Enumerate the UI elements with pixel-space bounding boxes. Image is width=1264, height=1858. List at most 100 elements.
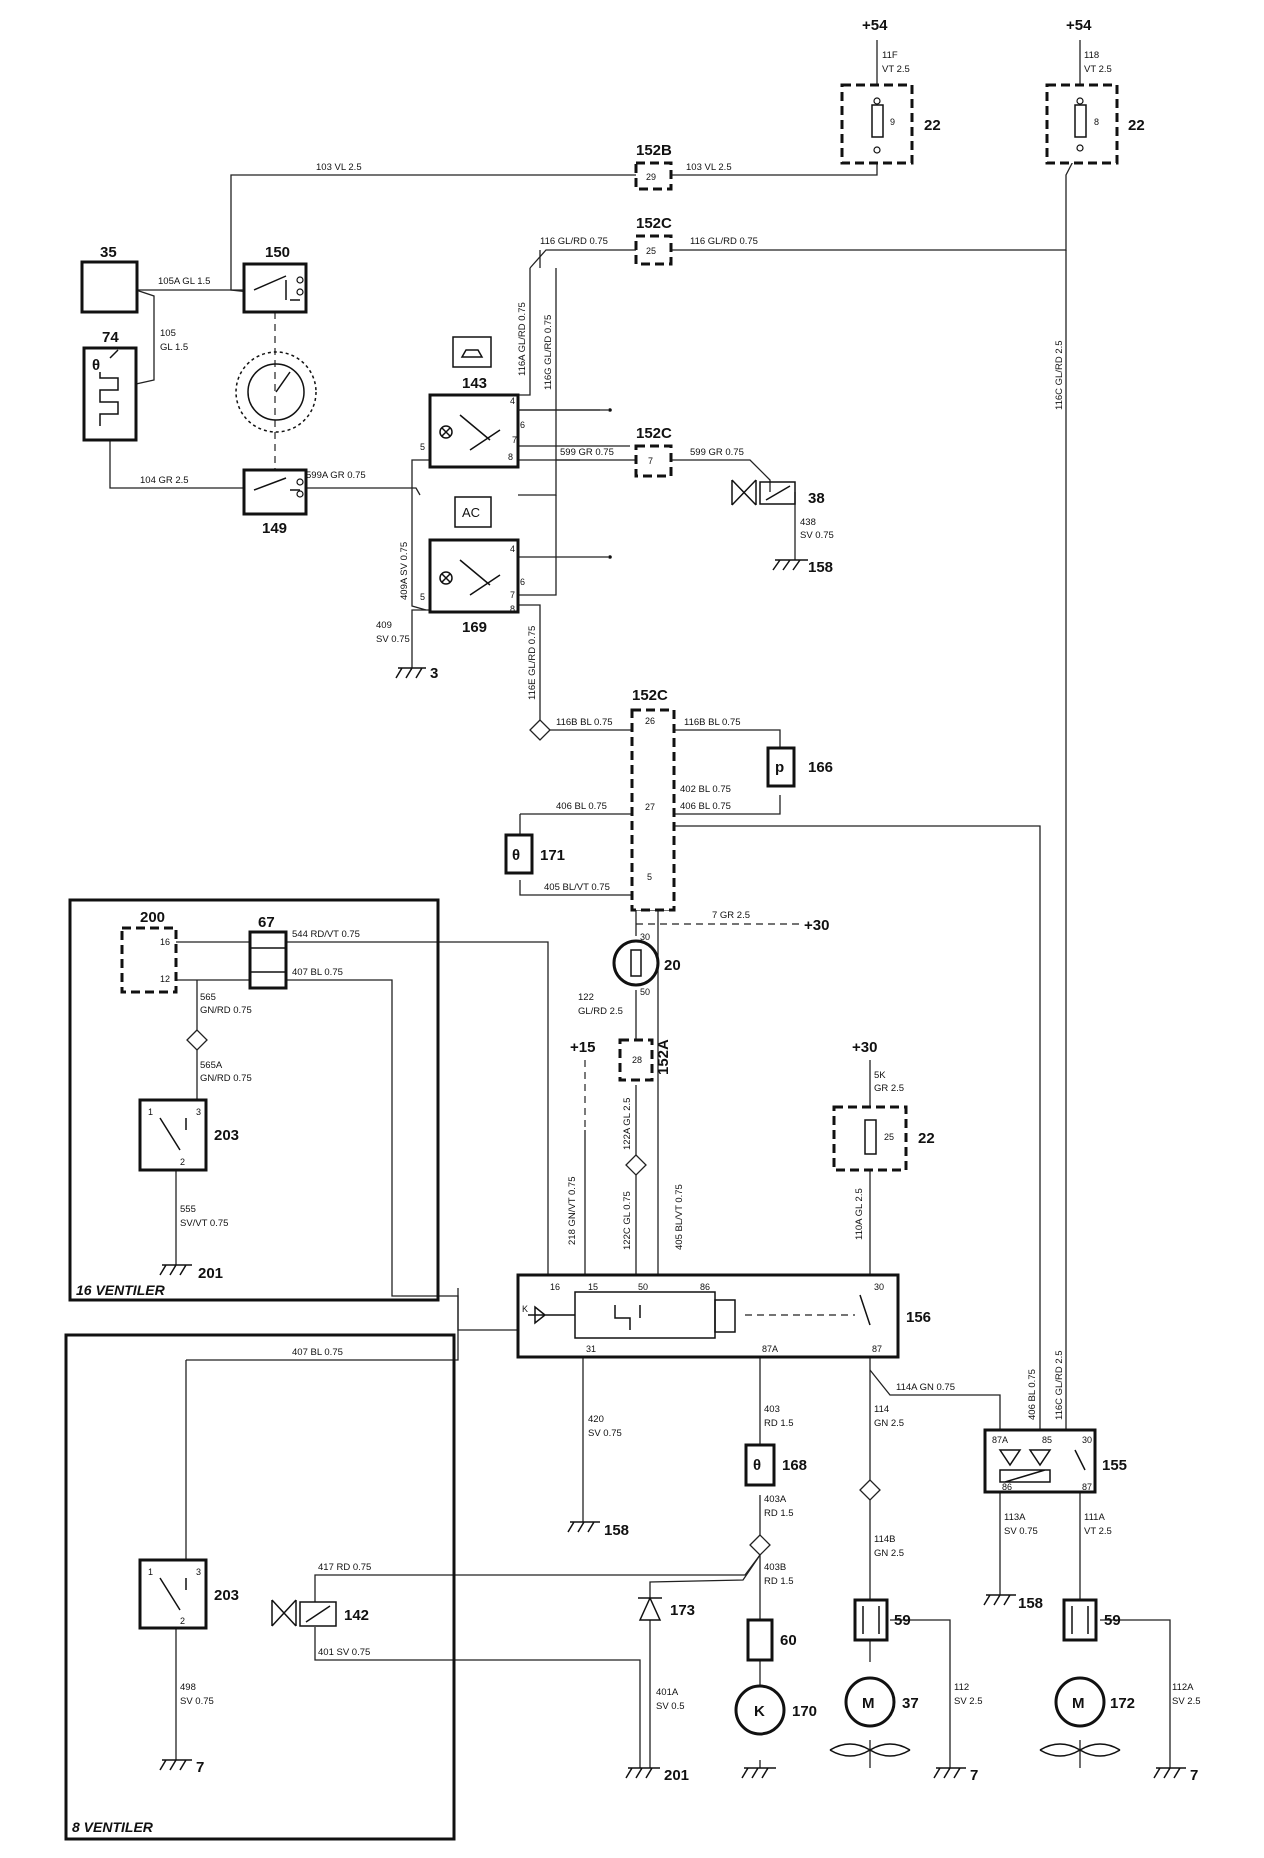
- theta-168: θ: [753, 1457, 761, 1474]
- label-3: 3: [430, 665, 438, 682]
- switch-203-lower: 1 3 2 203: [138, 1558, 239, 1630]
- wire-555-spec: SV/VT 0.75: [180, 1218, 228, 1229]
- wire-599b: 599 GR 0.75: [690, 447, 744, 458]
- pressure-switch-166: p 166: [766, 746, 833, 788]
- label-169: 169: [462, 619, 487, 636]
- label-7c: 7: [1190, 1767, 1198, 1784]
- m-label-37: M: [862, 1695, 875, 1712]
- wire-116c: 116C GL/RD 2.5: [1054, 340, 1065, 410]
- pin-86-156: 86: [700, 1282, 710, 1292]
- ground-158-mid: 158: [567, 1521, 629, 1539]
- label-38: 38: [808, 490, 825, 507]
- fuse-22-right: 8 22: [1045, 83, 1145, 165]
- connector-59-right: 59: [1062, 1598, 1121, 1642]
- wire-498: 498: [180, 1682, 196, 1693]
- wire-403b-spec: RD 1.5: [764, 1576, 794, 1587]
- wire-407b: 407 BL 0.75: [292, 1347, 343, 1358]
- wire-116: 116 GL/RD 0.75: [540, 236, 608, 247]
- thermostat-74: θ 74: [82, 329, 138, 442]
- pin-87a-156: 87A: [762, 1344, 778, 1354]
- wire-11f-spec: VT 2.5: [882, 64, 910, 75]
- pin-87a-155: 87A: [992, 1435, 1008, 1445]
- solenoid-valve-142: 142: [271, 1599, 369, 1627]
- supply-plus54-right: +54: [1066, 17, 1092, 34]
- switch-203-upper: 1 3 2 203: [138, 1098, 239, 1172]
- relay-169: 169 4 6 7 5 8: [420, 538, 525, 636]
- wire-103: 103 VL 2.5: [316, 162, 362, 173]
- wire-116a: 116A GL/RD 0.75: [517, 302, 528, 376]
- pin-4-169: 4: [510, 544, 515, 554]
- wire-402: 402 BL 0.75: [680, 784, 731, 795]
- wire-105-spec: GL 1.5: [160, 342, 188, 353]
- label-152b: 152B: [636, 142, 672, 159]
- wire-116b: 116 GL/RD 0.75: [690, 236, 758, 247]
- wire-104: 104 GR 2.5: [140, 475, 189, 486]
- temp-sensor-171: θ 171: [504, 833, 565, 875]
- wire-565-spec: GN/RD 0.75: [200, 1005, 252, 1016]
- pin-6-143: 6: [520, 420, 525, 430]
- wire-113a: 113A: [1004, 1512, 1026, 1523]
- wire-114: 114: [874, 1404, 889, 1415]
- pin-3-203a: 3: [196, 1107, 201, 1117]
- wire-417: 417 RD 0.75: [318, 1562, 371, 1573]
- label-203a: 203: [214, 1127, 239, 1144]
- wire-555: 555: [180, 1204, 196, 1215]
- label-203b: 203: [214, 1587, 239, 1604]
- pin-5-143: 5: [420, 442, 425, 452]
- wire-438-spec: SV 0.75: [800, 530, 834, 541]
- pin-29: 29: [646, 172, 656, 182]
- pin-30-155: 30: [1082, 1435, 1092, 1445]
- label-35: 35: [100, 244, 117, 261]
- supply-plus30-top: +30: [804, 917, 829, 934]
- ground-7-left: 7: [159, 1759, 204, 1776]
- label-158c: 158: [1018, 1595, 1043, 1612]
- wire-405b: 405 BL/VT 0.75: [674, 1184, 685, 1250]
- pin-16-200: 16: [160, 937, 170, 947]
- wire-116g: 116G GL/RD 0.75: [543, 315, 554, 390]
- pin-4-143: 4: [510, 396, 515, 406]
- pin-12-200: 12: [160, 974, 170, 984]
- label-200: 200: [140, 909, 165, 926]
- supply-plus15: +15: [570, 1039, 595, 1056]
- pin-5-169: 5: [420, 592, 425, 602]
- label-150: 150: [265, 244, 290, 261]
- section-16-label: 16 VENTILER: [76, 1282, 166, 1298]
- wire-409a: 409A SV 0.75: [399, 542, 410, 600]
- section-16-ventiler: 16 VENTILER: [68, 898, 440, 1302]
- pin-k-156: K: [522, 1304, 528, 1314]
- wire-565a: 565A: [200, 1060, 223, 1071]
- label-168: 168: [782, 1457, 807, 1474]
- wires: [109, 40, 1171, 1768]
- label-60: 60: [780, 1632, 797, 1649]
- pin-1-203b: 1: [148, 1567, 153, 1577]
- wire-403-spec: RD 1.5: [764, 1418, 794, 1429]
- wire-105a: 105A GL 1.5: [158, 276, 210, 287]
- pin-7: 7: [648, 456, 653, 466]
- wire-406: 406 BL 0.75: [556, 801, 607, 812]
- label-155: 155: [1102, 1457, 1127, 1474]
- wire-116b-left: 116B BL 0.75: [556, 717, 613, 728]
- pin-7-169: 7: [510, 590, 515, 600]
- connector-200: 16 12 200: [120, 909, 178, 994]
- pin-50-156: 50: [638, 1282, 648, 1292]
- connector-152c-big: 26 27 5 152C: [630, 687, 676, 912]
- label-142: 142: [344, 1607, 369, 1624]
- wire-114b-spec: GN 2.5: [874, 1548, 904, 1559]
- m-label-172: M: [1072, 1695, 1085, 1712]
- connector-152c-top: 25 152C: [634, 215, 673, 266]
- ground-158-right: 158: [983, 1594, 1043, 1612]
- wire-406b: 406 BL 0.75: [680, 801, 731, 812]
- pin-31-156: 31: [586, 1344, 596, 1354]
- p-label: p: [775, 759, 784, 776]
- wire-114a: 114A GN 0.75: [896, 1382, 955, 1393]
- pin-1-203a: 1: [148, 1107, 153, 1117]
- connector-67: 67: [248, 914, 288, 990]
- wire-112-spec: SV 2.5: [954, 1696, 983, 1707]
- theta-74: θ: [92, 357, 100, 374]
- wire-112a: 112A: [1172, 1682, 1194, 1693]
- wire-5k-spec: GR 2.5: [874, 1083, 904, 1094]
- wire-110a: 110A GL 2.5: [854, 1188, 865, 1240]
- ac-label: AC: [462, 505, 480, 520]
- label-59a: 59: [894, 1612, 911, 1629]
- wire-406c: 406 BL 0.75: [1027, 1369, 1038, 1420]
